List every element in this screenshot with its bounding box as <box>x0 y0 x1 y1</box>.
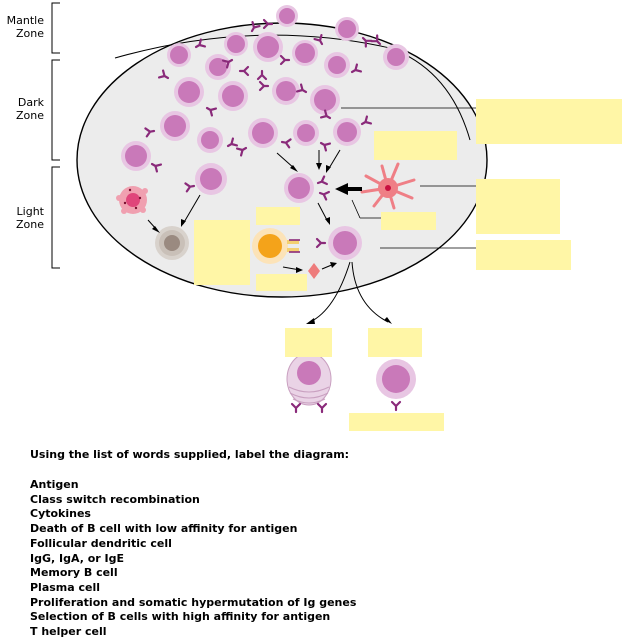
word-list-item: Class switch recombination <box>30 492 200 506</box>
t-helper-cell-icon <box>252 228 299 264</box>
answer-box-proliferation[interactable] <box>476 99 622 144</box>
answer-box-antigen[interactable] <box>381 212 436 230</box>
mantle-b-cells <box>276 5 409 70</box>
answer-box-cytokines[interactable] <box>256 274 307 291</box>
cd40-receptor-icon <box>289 239 300 253</box>
dark-zone-label: Dark Zone <box>4 96 44 122</box>
light-zone-label-line1: Light <box>16 205 44 218</box>
answer-box-dendritic-cell[interactable] <box>476 179 560 234</box>
selected-b-cell <box>328 226 362 260</box>
word-list-item: Proliferation and somatic hypermutation … <box>30 595 357 609</box>
apoptotic-cell-icon <box>116 186 148 214</box>
light-zone-label-line2: Zone <box>15 218 44 231</box>
label-leader-lines <box>341 107 476 249</box>
antigen-icon <box>308 263 320 279</box>
answer-box-selection[interactable] <box>374 131 457 160</box>
answer-box-t-helper[interactable] <box>256 207 300 225</box>
plasma-cell-icon <box>286 352 332 406</box>
answer-box-class-switch[interactable] <box>476 240 571 270</box>
dark-zone-label-line1: Dark <box>17 96 44 109</box>
word-list-item: T helper cell <box>30 625 107 639</box>
light-zone-label: Light Zone <box>4 205 44 231</box>
b-cell-at-dendritic <box>284 173 314 203</box>
mantle-zone-label-line1: Mantle <box>6 14 44 27</box>
word-list-item: Death of B cell with low affinity for an… <box>30 522 298 536</box>
dark-zone-label-line2: Zone <box>15 109 44 122</box>
answer-box-plasma-cell[interactable] <box>285 328 332 357</box>
word-list-item: Memory B cell <box>30 566 118 580</box>
mantle-zone-label-line2: Zone <box>15 27 44 40</box>
dying-cell-icon <box>155 226 189 260</box>
word-list: Antigen Class switch recombination Cytok… <box>30 478 356 640</box>
answer-box-memory-b-cell[interactable] <box>368 328 422 357</box>
memory-b-cell-icon <box>376 359 416 399</box>
antigen-arrow <box>335 183 362 195</box>
word-list-item: Selection of B cells with high affinity … <box>30 610 331 624</box>
mantle-zone-label: Mantle Zone <box>4 14 44 40</box>
arrow-heads <box>152 163 392 324</box>
dendritic-cell-icon <box>360 162 416 210</box>
word-list-item: Plasma cell <box>30 580 101 594</box>
word-list-item: IgG, IgA, or IgE <box>30 551 124 565</box>
answer-box-cell-death[interactable] <box>194 220 250 285</box>
word-list-item: Cytokines <box>30 507 91 521</box>
answer-box-immunoglobulin[interactable] <box>349 413 444 431</box>
word-list-item: Follicular dendritic cell <box>30 536 172 550</box>
word-list-item: Antigen <box>30 478 79 491</box>
instructions: Using the list of words supplied, label … <box>30 448 350 461</box>
zone-brackets <box>51 2 60 269</box>
light-zone-b-cell-upper <box>195 163 227 195</box>
dark-zone-b-cells <box>121 32 361 171</box>
